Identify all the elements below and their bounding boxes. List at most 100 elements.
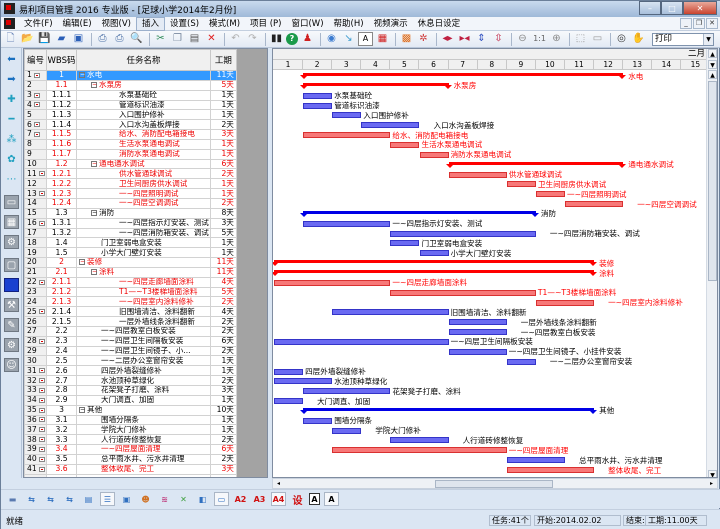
- row-id[interactable]: 4: [24, 99, 47, 111]
- row-task-name[interactable]: 一~四层指示灯安装、测试: [76, 217, 211, 229]
- screenshot-icon[interactable]: ▭: [592, 33, 603, 44]
- resource-icon[interactable]: ⚙: [4, 235, 19, 249]
- note-flag-icon[interactable]: [38, 427, 45, 433]
- expand-vertical-icon[interactable]: ⇕: [477, 33, 486, 44]
- frame-icon[interactable]: ▭: [214, 492, 229, 506]
- close-button[interactable]: ✕: [683, 1, 717, 15]
- note-flag-icon[interactable]: [38, 309, 45, 315]
- row-duration[interactable]: 2天: [209, 296, 237, 308]
- task-bar[interactable]: [274, 368, 304, 375]
- row-task-name[interactable]: 卫生间厨房供水调试: [76, 178, 211, 190]
- scroll-up-icon[interactable]: ▲: [708, 49, 717, 58]
- row-id[interactable]: 5: [24, 109, 47, 121]
- task-bar[interactable]: [565, 201, 624, 208]
- menu-settings[interactable]: 设置(S): [170, 18, 200, 29]
- group-tasks-icon[interactable]: ✿: [7, 153, 16, 165]
- column-header-name[interactable]: 任务名称: [76, 49, 211, 71]
- row-duration[interactable]: 2天: [209, 453, 237, 465]
- summary-bar[interactable]: [300, 210, 539, 217]
- row-task-name[interactable]: 学院大门修补: [76, 424, 211, 436]
- row-duration[interactable]: 1天: [209, 188, 237, 199]
- zoom-out-icon[interactable]: ⊖: [518, 33, 527, 44]
- note-flag-icon[interactable]: [38, 220, 45, 226]
- row-task-name[interactable]: 一~四层照明调试: [76, 188, 211, 199]
- row-id[interactable]: 25: [24, 306, 47, 318]
- column-header-id[interactable]: 编号: [24, 49, 47, 71]
- row-id[interactable]: 11: [24, 168, 47, 180]
- user-icon[interactable]: ☻: [141, 494, 150, 504]
- grid-icon[interactable]: ☰: [100, 492, 115, 506]
- row-task-name[interactable]: 一~四层屋面清理: [76, 444, 211, 455]
- row-wbs[interactable]: 1.1.7: [46, 148, 77, 160]
- task-bar[interactable]: [332, 309, 449, 316]
- people-icon[interactable]: ☺: [4, 358, 19, 372]
- row-wbs[interactable]: 1.1.6: [46, 138, 77, 150]
- row-task-name[interactable]: −其他: [76, 404, 211, 416]
- row-id[interactable]: 21: [24, 266, 47, 278]
- save-icon[interactable]: 💾: [38, 33, 51, 44]
- row-wbs[interactable]: 3.2: [46, 424, 77, 436]
- menu-holiday-settings[interactable]: 休息日设定: [417, 18, 461, 29]
- row-task-name[interactable]: 一~四层室内涂料修补: [76, 296, 211, 308]
- grid-view-icon[interactable]: ▦: [4, 215, 19, 229]
- row-wbs[interactable]: 2.1.3: [46, 296, 77, 308]
- summary-bar[interactable]: [445, 161, 626, 168]
- row-duration[interactable]: 8天: [209, 207, 237, 219]
- web-icon[interactable]: ◉: [327, 33, 336, 44]
- page-a3-button[interactable]: A3: [253, 494, 266, 504]
- mdi-restore-button[interactable]: ❐: [693, 18, 705, 29]
- row-duration[interactable]: 4天: [209, 276, 237, 288]
- menu-file[interactable]: 文件(F): [24, 18, 53, 29]
- row-task-name[interactable]: 一~二层办公室窗帘安装: [76, 355, 211, 367]
- row-id[interactable]: 28: [24, 335, 47, 347]
- row-task-name[interactable]: T1—~T3楼梯墙面涂料: [76, 286, 211, 298]
- network-icon[interactable]: ✲: [419, 33, 428, 44]
- row-wbs[interactable]: 1.2.4: [46, 197, 77, 209]
- row-task-name[interactable]: 整体收尾、完工: [76, 463, 211, 475]
- collapse-toggle-icon[interactable]: −: [91, 160, 98, 168]
- menu-edit[interactable]: 编辑(E): [62, 18, 92, 29]
- task-bar[interactable]: [390, 240, 420, 247]
- note-flag-icon[interactable]: [38, 456, 45, 462]
- row-task-name[interactable]: 一层外墙线条涂料翻新: [76, 316, 211, 327]
- note-flag-icon[interactable]: [33, 72, 40, 78]
- settings-a-icon[interactable]: ⚒: [4, 298, 19, 312]
- row-id[interactable]: 18: [24, 237, 47, 249]
- row-duration[interactable]: 2天: [209, 345, 237, 357]
- row-id[interactable]: 26: [24, 316, 47, 327]
- floppy-icon[interactable]: ▤: [189, 33, 200, 44]
- task-bar[interactable]: [303, 220, 391, 227]
- unlink-tasks-icon[interactable]: ⋯: [6, 173, 17, 185]
- row-duration[interactable]: 3天: [209, 385, 237, 396]
- task-bar[interactable]: [390, 230, 536, 237]
- row-wbs[interactable]: 2.5: [46, 355, 77, 367]
- row-wbs[interactable]: 1.1.4: [46, 119, 77, 131]
- page-a4-button[interactable]: A4: [271, 492, 286, 506]
- note-flag-icon[interactable]: [38, 397, 45, 403]
- gantt-horizontal-scrollbar[interactable]: ◂ ▸: [272, 478, 718, 489]
- zoom-in-icon[interactable]: ⊕: [552, 33, 561, 44]
- compare-b-icon[interactable]: ✕: [180, 494, 187, 504]
- task-bar[interactable]: [506, 467, 595, 473]
- mdi-minimize-button[interactable]: _: [680, 18, 692, 29]
- row-wbs[interactable]: 1.2.1: [46, 168, 77, 180]
- note-flag-icon[interactable]: [38, 446, 45, 452]
- row-id[interactable]: 10: [24, 158, 47, 170]
- collapse-toggle-icon[interactable]: −: [79, 71, 86, 79]
- help-icon[interactable]: ?: [286, 33, 298, 45]
- row-wbs[interactable]: 1.1.1: [46, 89, 77, 101]
- row-wbs[interactable]: 2.6: [46, 365, 77, 377]
- menu-video-demo[interactable]: 视频演示: [373, 18, 408, 29]
